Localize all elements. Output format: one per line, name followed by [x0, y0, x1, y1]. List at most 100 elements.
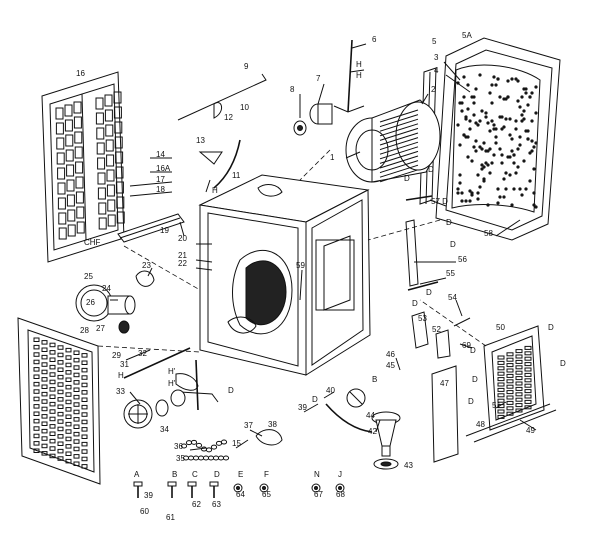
grille-slot — [515, 386, 523, 391]
grille-slot — [33, 359, 40, 365]
label-18: 18 — [156, 185, 165, 194]
label-39a: 39 — [298, 403, 307, 412]
grille-slot — [81, 412, 88, 417]
grille-slot — [57, 411, 64, 417]
filter-cell — [76, 206, 85, 219]
label-60: 60 — [140, 507, 149, 516]
pad-texture-dot — [478, 119, 482, 123]
pad-texture-dot — [484, 111, 488, 115]
pad-texture-dot — [490, 161, 494, 165]
label-21: 21 — [178, 251, 187, 260]
grille-slot — [33, 441, 40, 446]
grille-slot — [57, 441, 64, 446]
front-grille-panel — [17, 317, 101, 485]
grille-slot — [497, 355, 505, 360]
pad-texture-dot — [498, 195, 502, 199]
grille-slot — [57, 352, 64, 358]
label-d-13: D — [228, 386, 234, 395]
grille-slot — [524, 345, 532, 350]
label-49: 49 — [526, 426, 535, 435]
grille-slot — [497, 382, 505, 387]
grille-slot — [49, 394, 56, 399]
leader-line — [445, 74, 471, 93]
grille-slot — [57, 389, 64, 395]
leader-line — [349, 69, 365, 73]
label-h-31: H — [118, 371, 124, 380]
pad-texture-dot — [498, 95, 502, 99]
grille-slot — [73, 431, 80, 437]
filter-cell — [56, 152, 65, 165]
filter-cell — [95, 112, 104, 125]
label-57d: 57 D — [431, 197, 448, 206]
leader-line — [317, 83, 325, 105]
pad-texture-dot — [464, 199, 468, 203]
grille-slot — [81, 390, 88, 395]
label-37: 37 — [244, 421, 253, 430]
grille-slot — [81, 353, 88, 358]
grille-slot — [73, 439, 80, 444]
filter-cell — [97, 172, 106, 185]
grille-slot — [49, 372, 56, 377]
washer-hole — [262, 486, 266, 490]
filter-cell — [98, 217, 107, 230]
pad-texture-dot — [522, 159, 526, 163]
grille-slot — [65, 444, 72, 449]
chain-link — [187, 455, 195, 461]
label-14: 14 — [156, 150, 165, 159]
pad-texture-dot — [508, 133, 512, 137]
grille-slot — [81, 397, 88, 402]
pad-texture-dot — [526, 137, 530, 141]
pad-texture-dot — [488, 171, 492, 175]
pad-texture-dot — [524, 187, 528, 191]
label-31: 31 — [120, 360, 129, 369]
chain-link — [202, 455, 210, 461]
label-40: 40 — [326, 386, 335, 395]
grille-slot — [41, 391, 48, 397]
pad-texture-dot — [516, 165, 520, 169]
filter-cell — [105, 124, 114, 137]
label-68: 68 — [336, 490, 345, 499]
pad-texture-dot — [500, 161, 504, 165]
pad-texture-dot — [522, 117, 526, 121]
pad-texture-dot — [522, 87, 526, 91]
hw-letter-e: E — [238, 470, 243, 479]
filter-cell — [115, 166, 124, 179]
pad-texture-dot — [534, 141, 538, 145]
pad-texture-dot — [468, 199, 472, 203]
pad-texture-dot — [516, 147, 520, 151]
pad-texture-dot — [528, 151, 532, 155]
grille-slot — [506, 411, 514, 416]
grille-slot — [81, 427, 88, 432]
label-44: 44 — [366, 411, 375, 420]
label-64: 64 — [236, 490, 245, 499]
label-d-4: D — [450, 240, 456, 249]
grille-slot — [81, 456, 88, 462]
grille-slot — [506, 357, 514, 362]
blower-blade — [379, 132, 419, 146]
pad-texture-dot — [474, 87, 478, 91]
filter-cell — [66, 164, 75, 177]
label-63: 63 — [212, 500, 221, 509]
grille-slot — [41, 369, 48, 375]
grille-slot — [515, 392, 523, 397]
label-5: 5 — [432, 37, 437, 46]
grille-slot — [524, 383, 532, 388]
grille-slot — [57, 397, 64, 402]
grille-slot — [81, 449, 88, 454]
grille-slot — [497, 398, 505, 403]
chain-link — [197, 455, 205, 461]
filter-cell — [75, 176, 84, 189]
filter-cell — [75, 191, 84, 204]
hw-letter-d: D — [214, 470, 220, 479]
label-d-7: D — [548, 323, 554, 332]
blower-blade — [379, 146, 419, 160]
pad-texture-dot — [488, 147, 492, 151]
grille-slot — [524, 389, 532, 394]
grille-slot — [81, 464, 88, 469]
filter-cell — [114, 136, 123, 149]
leader-line — [299, 269, 303, 301]
label-25: 25 — [84, 272, 93, 281]
hw-letter-j: J — [338, 470, 342, 479]
label-9: 9 — [244, 62, 249, 71]
hw-letter-n: N — [314, 470, 320, 479]
